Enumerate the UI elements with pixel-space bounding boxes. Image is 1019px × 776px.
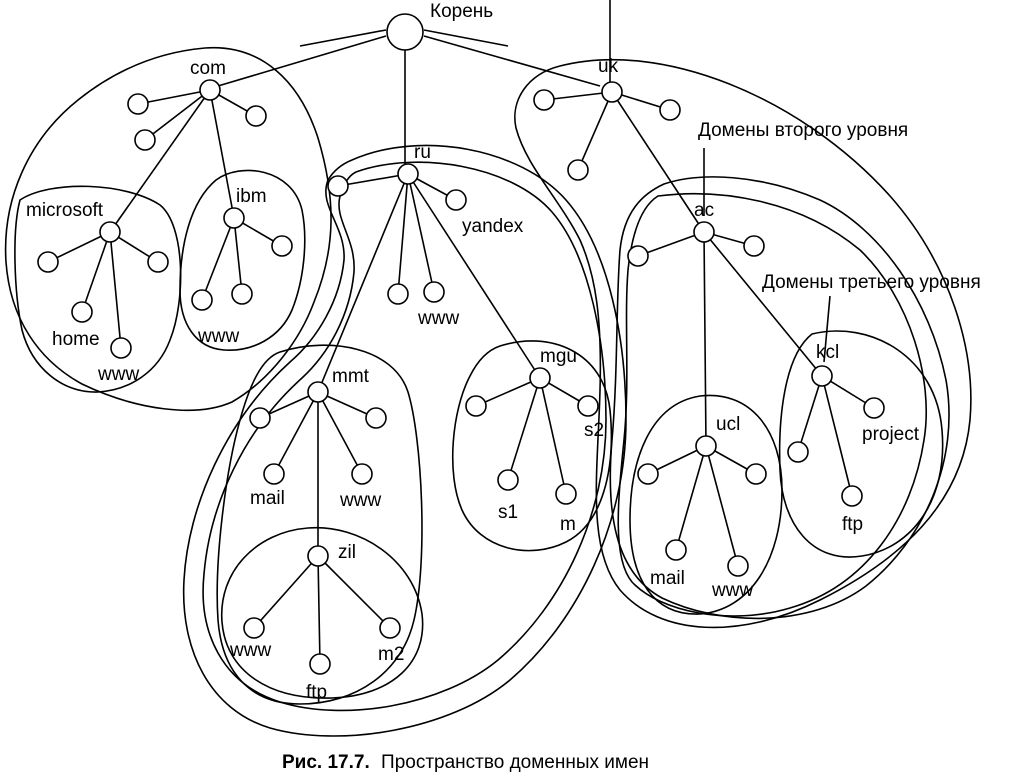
region-ac (609, 176, 950, 620)
node-ac (693, 221, 715, 243)
label-mail-ucl: mail (650, 568, 685, 589)
region-kcl (778, 330, 944, 558)
region-uk (514, 58, 972, 629)
label-m2: m2 (378, 644, 404, 665)
label-ibm: ibm (236, 186, 267, 207)
caption-text: Пространство доменных имен (381, 752, 649, 773)
label-kcl: kcl (816, 342, 839, 363)
region-ucl (629, 394, 783, 615)
region-mgu (451, 340, 613, 552)
tree-edges (47, 0, 875, 665)
label-uk: uk (598, 56, 619, 77)
label-microsoft: microsoft (26, 200, 104, 221)
label-yandex: yandex (462, 216, 524, 237)
label-ucl: ucl (716, 414, 740, 435)
label-www-ru: www (417, 308, 459, 329)
node-kcl (811, 365, 833, 387)
svg-text:Рис. 17.7. Пространство: Рис. 17.7. Пространство доменных имен (282, 752, 649, 773)
label-home: home (52, 329, 100, 350)
region-ibm (179, 169, 306, 351)
label-ftp-kcl: ftp (842, 514, 863, 535)
node-root (386, 13, 424, 51)
node-zil (307, 545, 329, 567)
node-mgu (529, 367, 551, 389)
region-mmt (216, 344, 423, 705)
figure-caption: Рис. 17.7. Пространство доменных имен (282, 752, 649, 773)
label-mmt: mmt (332, 366, 370, 387)
region-outlines (4, 46, 972, 737)
node-ru (397, 163, 419, 185)
region-zil (221, 526, 424, 699)
label-ru: ru (414, 142, 431, 163)
region-ru (182, 144, 627, 737)
label-s1: s1 (498, 502, 518, 523)
caption-prefix: Рис. 17.7. (282, 752, 370, 773)
node-ibm (223, 207, 245, 229)
node-ucl (695, 435, 717, 457)
label-ftp-zil: ftp (306, 682, 327, 703)
label-www-ibm: www (197, 326, 239, 347)
node-uk (601, 81, 623, 103)
annotations: Домены второго уровня Домены третьего ур… (698, 120, 981, 293)
label-mail-mmt: mail (250, 488, 285, 509)
label-www-zil: www (229, 640, 271, 661)
label-mgu: mgu (540, 346, 577, 367)
annotation-third-level: Домены третьего уровня (762, 272, 981, 293)
label-www-ms: www (97, 364, 139, 385)
third-level-pointer (823, 295, 831, 363)
node-microsoft (99, 221, 121, 243)
label-ac: ac (694, 200, 714, 221)
label-root: Корень (430, 1, 493, 22)
node-labels: Корень com microsoft ibm home www www ru… (26, 1, 920, 703)
region-com (4, 46, 332, 411)
tree-nodes (37, 13, 885, 675)
label-zil: zil (338, 542, 356, 563)
region-ac-inner (617, 192, 928, 617)
node-com (199, 79, 221, 101)
label-www-ucl: www (711, 580, 753, 601)
label-s2: s2 (584, 420, 604, 441)
label-www-mmt: www (339, 490, 381, 511)
annotation-second-level: Домены второго уровня (698, 120, 908, 141)
node-mmt (307, 381, 329, 403)
label-com: com (190, 58, 226, 79)
label-project: project (862, 424, 920, 445)
label-m: m (560, 514, 576, 535)
